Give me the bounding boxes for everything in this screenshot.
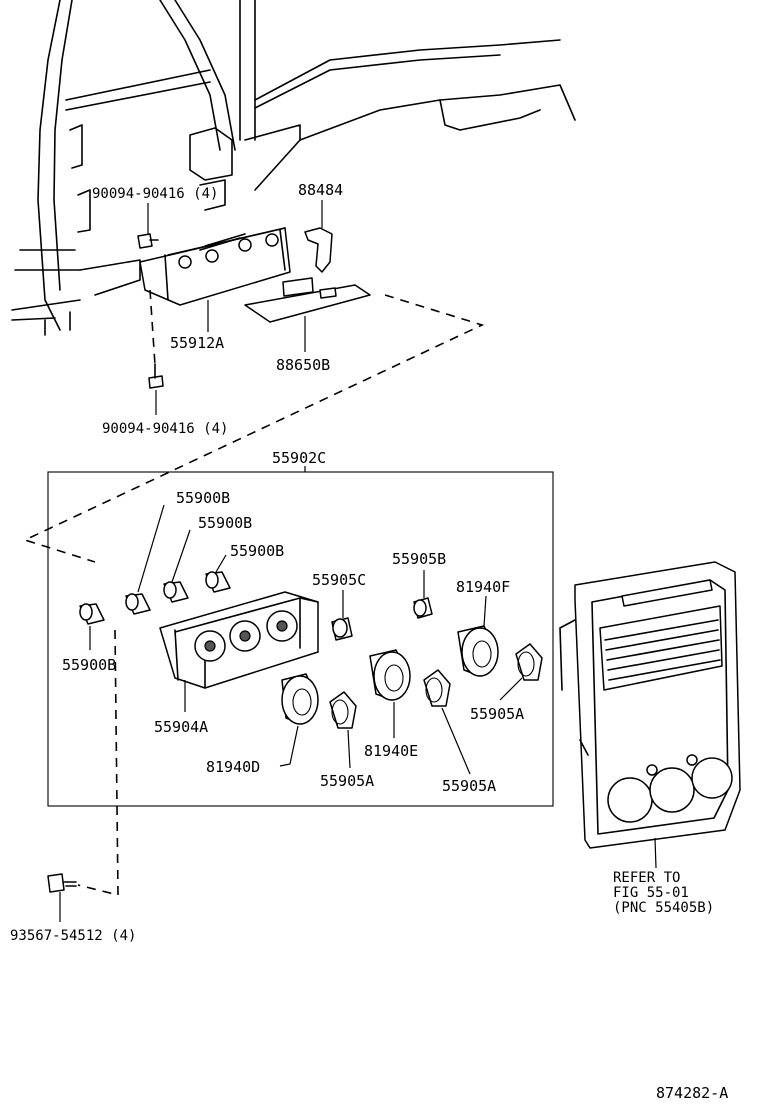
bulb-55905C [331, 590, 353, 641]
ring-81940D [279, 673, 319, 767]
label-55900B-1: 55900B [176, 489, 230, 507]
label-55905B: 55905B [392, 550, 446, 568]
clip-88484 [304, 200, 333, 273]
label-88650B: 88650B [276, 356, 330, 374]
knob-55905A-left [329, 691, 357, 769]
label-55905A-2: 55905A [442, 777, 496, 795]
board-88650B [244, 277, 371, 352]
label-93567: 93567-54512 (4) [10, 928, 136, 944]
label-81940F: 81940F [456, 578, 510, 596]
label-55900B-left: 55900B [62, 656, 116, 674]
part-labels: 90094-90416 (4) 88484 55912A 88650B 9009… [10, 181, 728, 1102]
knob-55905A-right [499, 643, 543, 701]
center-panel [559, 561, 741, 869]
label-refer-3: (PNC 55405B) [613, 900, 714, 916]
label-refer-1: REFER TO [613, 870, 680, 886]
label-81940D: 81940D [206, 758, 260, 776]
label-81940E: 81940E [364, 742, 418, 760]
ring-81940F [457, 595, 499, 677]
label-55904A: 55904A [154, 718, 208, 736]
control-unit-55904A [159, 591, 319, 712]
label-55905A-1: 55905A [320, 772, 374, 790]
label-55902C: 55902C [272, 449, 326, 467]
bulb-55905B [413, 570, 433, 619]
screw-93567 [47, 873, 77, 922]
label-55905A-3: 55905A [470, 705, 524, 723]
label-55912A: 55912A [170, 334, 224, 352]
bracket-55912A [139, 227, 291, 332]
dashed-guides [22, 289, 485, 897]
label-55905C: 55905C [312, 571, 366, 589]
screw-top [137, 203, 159, 249]
assembly-frame-55902C [47, 466, 554, 807]
label-55900B-3: 55900B [230, 542, 284, 560]
knob-55905A-middle [423, 669, 471, 775]
label-90094-bottom: 90094-90416 (4) [102, 421, 228, 437]
label-90094-top: 90094-90416 (4) [92, 186, 218, 202]
figure-id: 874282-A [656, 1084, 728, 1102]
label-refer-2: FIG 55-01 [613, 885, 689, 901]
bulbs-55900B [79, 504, 231, 650]
label-55900B-2: 55900B [198, 514, 252, 532]
ring-81940E [369, 649, 411, 738]
dashboard-structure [11, 0, 576, 336]
screw-bottom [148, 363, 164, 415]
label-88484: 88484 [298, 181, 343, 199]
